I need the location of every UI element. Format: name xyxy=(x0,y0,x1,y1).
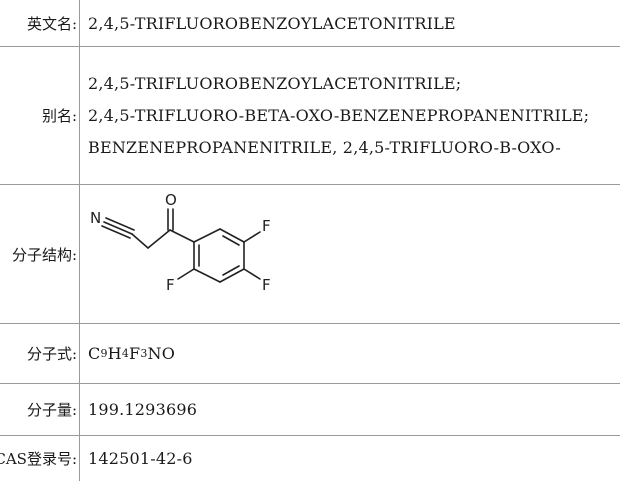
formula-label: 分子式: xyxy=(0,324,80,383)
alias-line-2: 2,4,5-TRIFLUORO-BETA-OXO-BENZENEPROPANEN… xyxy=(88,105,590,125)
molecule-diagram: N O F F F xyxy=(90,191,271,294)
english-name-value: 2,4,5-TRIFLUOROBENZOYLACETONITRILE xyxy=(88,13,456,33)
alias-line-1: 2,4,5-TRIFLUOROBENZOYLACETONITRILE; xyxy=(88,73,462,93)
row-alias: 别名: 2,4,5-TRIFLUOROBENZOYLACETONITRILE; … xyxy=(0,47,620,185)
formula-h: H xyxy=(107,344,122,363)
structure-label-text: 分子结构: xyxy=(11,245,77,264)
structure-image: N O F F F xyxy=(82,185,620,323)
formula-f: F xyxy=(129,344,141,363)
alias-label: 别名: xyxy=(0,47,80,184)
formula-c: C xyxy=(88,344,101,363)
weight-label: 分子量: xyxy=(0,384,80,435)
cas-value: 142501-42-6 xyxy=(88,449,193,468)
atom-oxygen: O xyxy=(165,191,177,209)
atom-fluorine-bottom-right: F xyxy=(262,276,271,294)
weight-value: 199.1293696 xyxy=(88,400,198,419)
english-name-label: 英文名: xyxy=(0,0,80,46)
formula-rest: NO xyxy=(147,344,176,363)
cas-label: CAS登录号: xyxy=(0,436,80,481)
row-cas: CAS登录号: 142501-42-6 xyxy=(0,436,620,481)
alias-values: 2,4,5-TRIFLUOROBENZOYLACETONITRILE; 2,4,… xyxy=(82,47,620,184)
atom-fluorine-bottom-left: F xyxy=(166,276,175,294)
formula-f-count: 3 xyxy=(140,347,148,360)
formula-c-count: 9 xyxy=(100,347,108,360)
row-english-name: 英文名: 2,4,5-TRIFLUOROBENZOYLACETONITRILE xyxy=(0,0,620,47)
row-weight: 分子量: 199.1293696 xyxy=(0,384,620,436)
row-structure: 分子结构: xyxy=(0,185,620,324)
atom-nitrogen: N xyxy=(90,209,101,227)
formula-h-count: 4 xyxy=(121,347,130,360)
alias-line-3: BENZENEPROPANENITRILE, 2,4,5-TRIFLUORO-B… xyxy=(88,137,561,157)
structure-label: 分子结构: xyxy=(0,185,80,323)
atom-fluorine-top: F xyxy=(262,217,271,235)
